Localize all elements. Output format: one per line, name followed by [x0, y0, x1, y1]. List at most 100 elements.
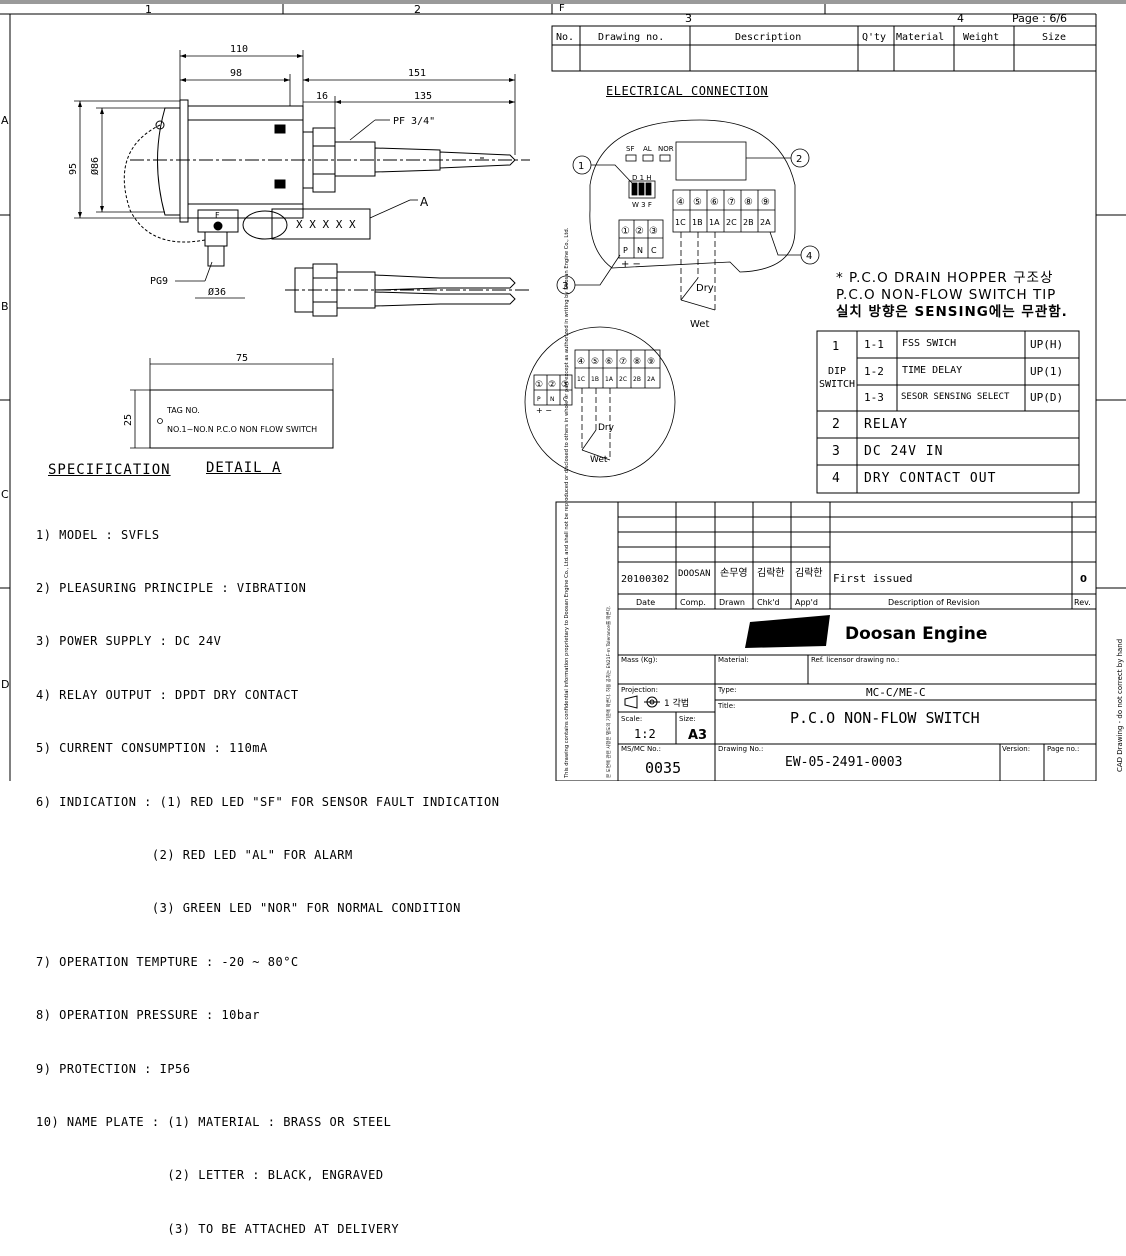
version-label: Version:	[1002, 745, 1030, 753]
detail-a-callout: A	[420, 195, 429, 209]
material-label: Material:	[718, 656, 749, 664]
wet-label: Wet	[690, 319, 709, 330]
svg-text:①: ①	[535, 380, 543, 390]
spec-line: 4) RELAY OUTPUT : DPDT DRY CONTACT	[36, 687, 299, 702]
svg-text:⑧: ⑧	[744, 197, 753, 208]
dim-98: 98	[230, 68, 242, 79]
legend-row-2-val: UP(1)	[1030, 365, 1064, 378]
callout-3: 3	[562, 281, 568, 292]
legend-row-6-desc: DRY CONTACT OUT	[864, 471, 997, 486]
svg-text:③: ③	[649, 226, 658, 237]
svg-text:DOOSAN: DOOSAN	[678, 569, 711, 579]
svg-text:1A: 1A	[709, 218, 720, 227]
dim-135: 135	[414, 91, 432, 102]
spec-line: 3) POWER SUPPLY : DC 24V	[36, 634, 222, 649]
electrical-title: ELECTRICAL CONNECTION	[606, 84, 769, 98]
install-note: * P.C.O DRAIN HOPPER 구조상 P.C.O NON-FLOW …	[836, 270, 1068, 321]
dimension-lines	[74, 50, 516, 299]
spec-title: SPECIFICATION	[48, 462, 171, 478]
page-number: Page : 6/6	[1012, 12, 1067, 25]
parts-header-material: Material	[896, 32, 944, 43]
svg-text:1B: 1B	[591, 376, 599, 383]
type-label: Type:	[717, 686, 736, 694]
svg-text:Date: Date	[636, 598, 655, 607]
svg-text:2B: 2B	[633, 376, 641, 383]
svg-text:1C: 1C	[675, 218, 686, 227]
spec-line: 5) CURRENT CONSUMPTION : 110mA	[36, 741, 268, 756]
svg-text:1A: 1A	[605, 376, 614, 383]
note-line-2: P.C.O NON-FLOW SWITCH TIP	[836, 287, 1057, 303]
row-label-D: D	[1, 678, 9, 691]
row-label-B: B	[1, 300, 9, 313]
legend-row-3-sub: 1-3	[864, 391, 884, 404]
svg-text:Dry: Dry	[598, 423, 615, 433]
svg-text:20100302: 20100302	[621, 574, 669, 585]
revision-headers: Date Comp. Drawn Chk'd App'd Description…	[636, 598, 1091, 607]
legend-row-2-sub: 1-2	[864, 365, 884, 378]
dim-16: 16	[316, 91, 328, 102]
type-value: MC-C/ME-C	[866, 686, 926, 699]
svg-text:⑦: ⑦	[727, 197, 736, 208]
svg-text:N: N	[637, 246, 643, 255]
dim-pg9: PG9	[150, 276, 168, 287]
parts-header-qty: Q'ty	[862, 32, 886, 43]
electrical-housing	[589, 119, 796, 273]
col-label-1: 1	[145, 3, 152, 16]
svg-text:Comp.: Comp.	[680, 598, 706, 607]
spec-line: 9) PROTECTION : IP56	[36, 1061, 191, 1076]
dim-pf: PF 3/4"	[393, 116, 435, 127]
legend-row-3-desc: SESOR SENSING SELECT	[901, 392, 1010, 402]
svg-text:①: ①	[621, 226, 630, 237]
tag-plate-drawing	[130, 358, 334, 449]
power-terminal-labels: ① ② ③ P N C + −	[621, 226, 658, 270]
mass-label: Mass (Kg):	[621, 656, 658, 664]
svg-text:⑧: ⑧	[633, 357, 641, 367]
corner-letter: F	[559, 3, 565, 14]
dim-36: Ø36	[208, 286, 226, 298]
dim-110: 110	[230, 44, 248, 55]
switch-side-view: F	[130, 99, 530, 267]
svg-text:+ −: + −	[621, 259, 641, 270]
svg-text:N: N	[550, 396, 555, 403]
svg-text:First issued: First issued	[833, 572, 912, 585]
svg-text:⑥: ⑥	[605, 357, 613, 367]
spec-line: 6) INDICATION : (1) RED LED "SF" FOR SEN…	[36, 794, 500, 809]
dim-75: 75	[236, 353, 248, 364]
callout-circles	[556, 148, 820, 295]
spec-line: (2) RED LED "AL" FOR ALARM	[36, 847, 353, 862]
svg-text:Drawn: Drawn	[719, 598, 745, 607]
spec-line: (2) LETTER : BLACK, ENGRAVED	[36, 1168, 384, 1183]
msmc-label: MS/MC No.:	[621, 745, 661, 753]
drawing-title: P.C.O NON-FLOW SWITCH	[790, 709, 980, 727]
svg-text:②: ②	[635, 226, 644, 237]
legend-row-5-no: 3	[832, 444, 840, 459]
page-no-label: Page no.:	[1047, 745, 1079, 753]
legend-row-2-desc: TIME DELAY	[902, 365, 963, 376]
spec-line: (3) GREEN LED "NOR" FOR NORMAL CONDITION	[36, 901, 461, 916]
callout-4: 4	[806, 251, 812, 262]
svg-text:0: 0	[1080, 574, 1087, 585]
svg-text:P: P	[623, 246, 628, 255]
svg-text:②: ②	[548, 380, 556, 390]
svg-text:⑦: ⑦	[619, 357, 627, 367]
confidential-note: This drawing contains confidential infor…	[564, 227, 570, 779]
svg-text:+ −: + −	[536, 406, 552, 415]
spec-line: 8) OPERATION PRESSURE : 10bar	[36, 1008, 261, 1023]
svg-text:1C: 1C	[577, 376, 585, 383]
svg-text:2C: 2C	[726, 218, 737, 227]
svg-text:김락한: 김락한	[795, 567, 823, 579]
size-value: A3	[688, 728, 707, 743]
size-label: Size:	[679, 715, 696, 723]
scale-label: Scale:	[621, 715, 642, 723]
dim-25: 25	[123, 414, 134, 426]
cad-note: CAD Drawing - do not correct by hand	[1116, 639, 1124, 772]
projection-symbol-icon	[624, 695, 660, 709]
parts-header-no: No.	[556, 32, 574, 43]
svg-text:C: C	[651, 246, 657, 255]
scale-value: 1:2	[634, 727, 656, 741]
svg-text:2C: 2C	[619, 376, 627, 383]
msmc-value: 0035	[645, 759, 681, 777]
legend-row-4-desc: RELAY	[864, 417, 909, 432]
dim-95: 95	[68, 163, 79, 175]
revision-row: 20100302 DOOSAN 손무영 김락한 김락한 First issued…	[621, 567, 1087, 585]
